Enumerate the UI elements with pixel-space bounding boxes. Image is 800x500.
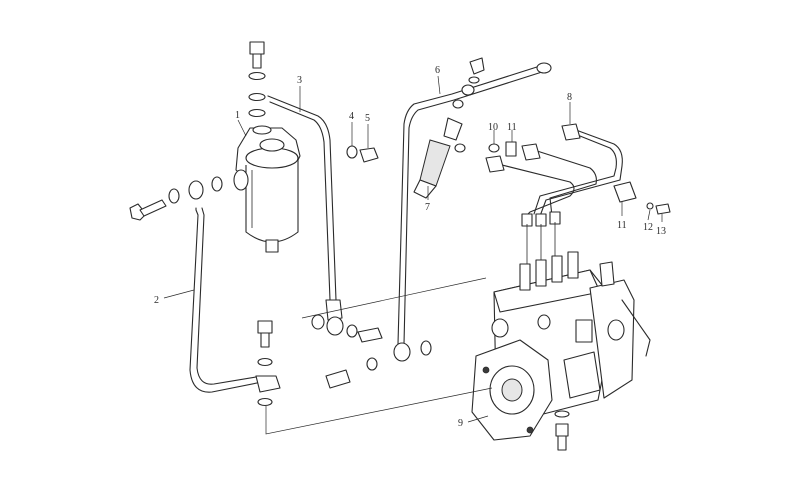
delivery-valve-1 xyxy=(519,263,531,291)
filter-top-bolt-head xyxy=(249,41,265,55)
callout-12: 12 xyxy=(643,222,653,233)
pipe-6-end xyxy=(536,62,552,74)
lower-washer-2 xyxy=(257,397,273,407)
filter-bowl xyxy=(245,160,299,243)
pump-inlet-washer xyxy=(537,314,551,330)
part-10-washer xyxy=(488,143,500,153)
inlet-banjo xyxy=(188,180,204,200)
fuel-filter-assembly xyxy=(233,41,301,253)
lower-banjo xyxy=(255,375,281,393)
pipe-2-outer xyxy=(189,207,263,393)
inj-pipe-nut-3 xyxy=(485,155,505,173)
pipe-3-washer xyxy=(311,314,325,330)
filter-top-washer xyxy=(248,71,266,81)
inj-pipe-2 xyxy=(533,149,597,217)
inj-pipe-nut-2 xyxy=(521,143,541,161)
filter-low-washer xyxy=(248,108,266,118)
assembly-line-lower xyxy=(265,387,493,435)
part-13-bolt xyxy=(655,203,671,215)
inj-pipe-1 xyxy=(539,129,623,217)
feed-pump-top xyxy=(575,319,593,343)
delivery-valve-4 xyxy=(567,251,579,279)
feed-pump xyxy=(563,351,601,399)
pump-drive-shaft xyxy=(501,378,523,402)
part-5-bolt xyxy=(359,147,379,163)
callout-4: 4 xyxy=(349,111,354,122)
lower-bolt-a xyxy=(325,369,351,389)
pipe-3-banjo xyxy=(326,316,344,336)
inlet-bolt-shank xyxy=(139,199,167,217)
callout-11-upper: 11 xyxy=(507,122,517,133)
filter-mid-washer xyxy=(248,92,266,102)
inlet-washer-2 xyxy=(168,188,180,204)
injection-pipes xyxy=(485,123,623,227)
pump-inlet-banjo xyxy=(491,318,509,338)
pipe-6-outer xyxy=(397,65,541,345)
injector-inlet xyxy=(454,143,466,153)
pipe-6-washer-2 xyxy=(420,340,432,356)
filter-top-bolt-shank xyxy=(252,53,262,69)
pipe-3-inner xyxy=(269,101,331,301)
callout-5: 5 xyxy=(365,113,370,124)
pipe-2-inner xyxy=(196,207,263,385)
callout-8: 8 xyxy=(567,92,572,103)
flange-hole-1 xyxy=(482,366,490,374)
callout-11-lower: 11 xyxy=(617,220,627,231)
callout-1: 1 xyxy=(235,110,240,121)
lower-washer-1 xyxy=(257,357,273,367)
injector-body xyxy=(419,139,451,187)
callouts: 1 2 3 4 5 6 7 8 9 10 11 11 12 13 xyxy=(154,65,666,429)
pipe-6-bolt xyxy=(469,57,485,75)
pipe-6-banjo xyxy=(393,342,411,362)
pipe-6-inner xyxy=(403,71,543,345)
inlet-washer-1 xyxy=(211,176,223,192)
filter-inlet-fittings xyxy=(129,176,223,221)
pipe-clamp xyxy=(613,181,637,203)
filter-cap xyxy=(259,138,285,152)
pump-bottom-fitting xyxy=(557,435,567,451)
callout-10: 10 xyxy=(488,122,498,133)
callout-13: 13 xyxy=(656,226,666,237)
lower-banjo-stack xyxy=(255,320,281,407)
callout-2: 2 xyxy=(154,295,159,306)
pump-bottom-nut xyxy=(555,423,569,437)
callout-9: 9 xyxy=(458,418,463,429)
callout-7: 7 xyxy=(425,202,430,213)
part-12-washer xyxy=(646,202,654,210)
inj-pipe-1b xyxy=(533,135,617,215)
flange-hole-2 xyxy=(526,426,534,434)
lower-bolt-shank xyxy=(260,332,270,348)
lower-washer-a xyxy=(366,357,378,371)
pipe-6-joint-2 xyxy=(452,99,464,109)
part-11-clip xyxy=(505,141,517,157)
callout-3: 3 xyxy=(297,75,302,86)
pipe-3-bolt xyxy=(357,327,383,343)
pump-bottom-washer xyxy=(554,410,570,418)
injector xyxy=(413,117,466,199)
pipe-3-outer xyxy=(267,95,337,301)
injector-nozzle xyxy=(413,179,437,199)
assembly-line-upper xyxy=(301,277,487,319)
inlet-bolt-head xyxy=(129,203,147,221)
lower-bolt-head xyxy=(257,320,273,334)
filter-drain-plug xyxy=(265,239,279,253)
callout-6: 6 xyxy=(435,65,440,76)
pipe-3-end-fitting xyxy=(325,299,343,321)
governor-boss xyxy=(607,319,625,341)
pipe-6-washer xyxy=(468,76,480,84)
inj-pipe-nut-1 xyxy=(561,123,581,141)
pipe-6-joint-1 xyxy=(461,84,475,96)
filter-side-inlet xyxy=(233,169,249,191)
injector-top xyxy=(443,117,463,141)
part-4-washer xyxy=(346,145,358,159)
pipe-3-washer-2 xyxy=(346,324,358,338)
inj-pipe-3 xyxy=(489,161,575,217)
delivery-valve-3 xyxy=(551,255,563,283)
governor-lever xyxy=(621,299,651,357)
injection-pump xyxy=(471,222,651,451)
filter-head-boss xyxy=(252,125,272,135)
governor-bracket xyxy=(599,261,615,287)
delivery-valve-2 xyxy=(535,259,547,287)
